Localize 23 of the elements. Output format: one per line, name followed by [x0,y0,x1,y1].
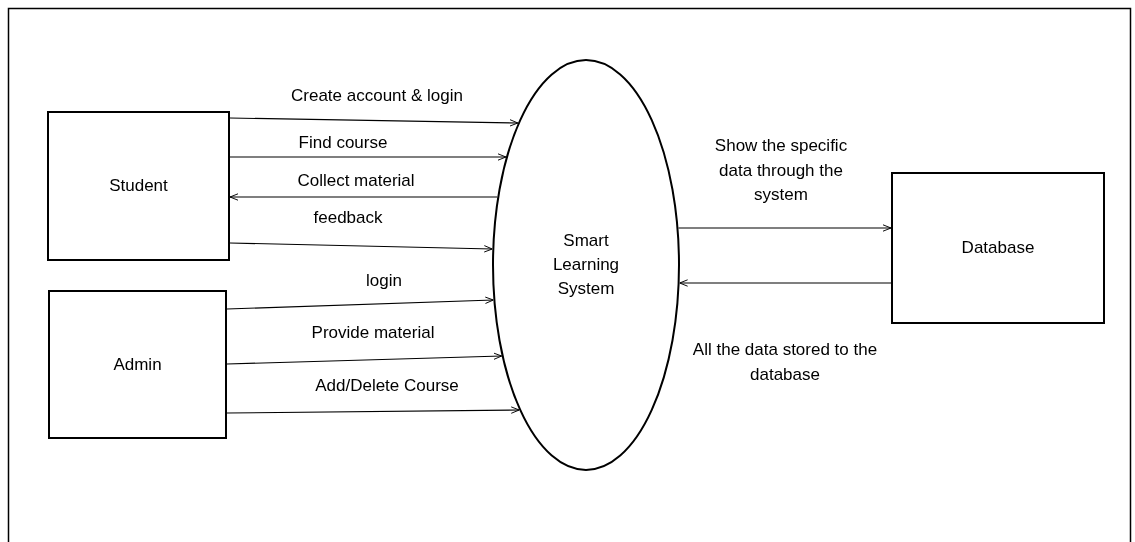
edge-label: Show the specific data through the system [713,135,849,207]
edge-label: Add/Delete Course [315,375,459,397]
edge-label: Collect material [297,170,415,192]
arrow [679,279,892,287]
edge-label: All the data stored to the database [691,339,879,386]
process-ellipse [492,59,680,471]
arrow [226,352,503,365]
entity-box [47,111,230,261]
node-label: Smart Learning System [551,230,621,300]
edge-label: login [366,270,402,292]
edge-label: Find course [298,132,388,154]
arrow [226,406,520,414]
node-label: Admin [113,353,162,376]
arrow [229,193,498,201]
node-label: Database [961,237,1035,260]
arrow [677,224,892,232]
edge-label: Provide material [311,322,435,344]
entity-box [48,290,227,439]
entity-box [891,172,1105,324]
arrow [229,153,507,161]
edge-label: Create account & login [291,85,463,107]
edge-label: feedback [313,207,383,229]
node-label: Student [109,175,168,198]
